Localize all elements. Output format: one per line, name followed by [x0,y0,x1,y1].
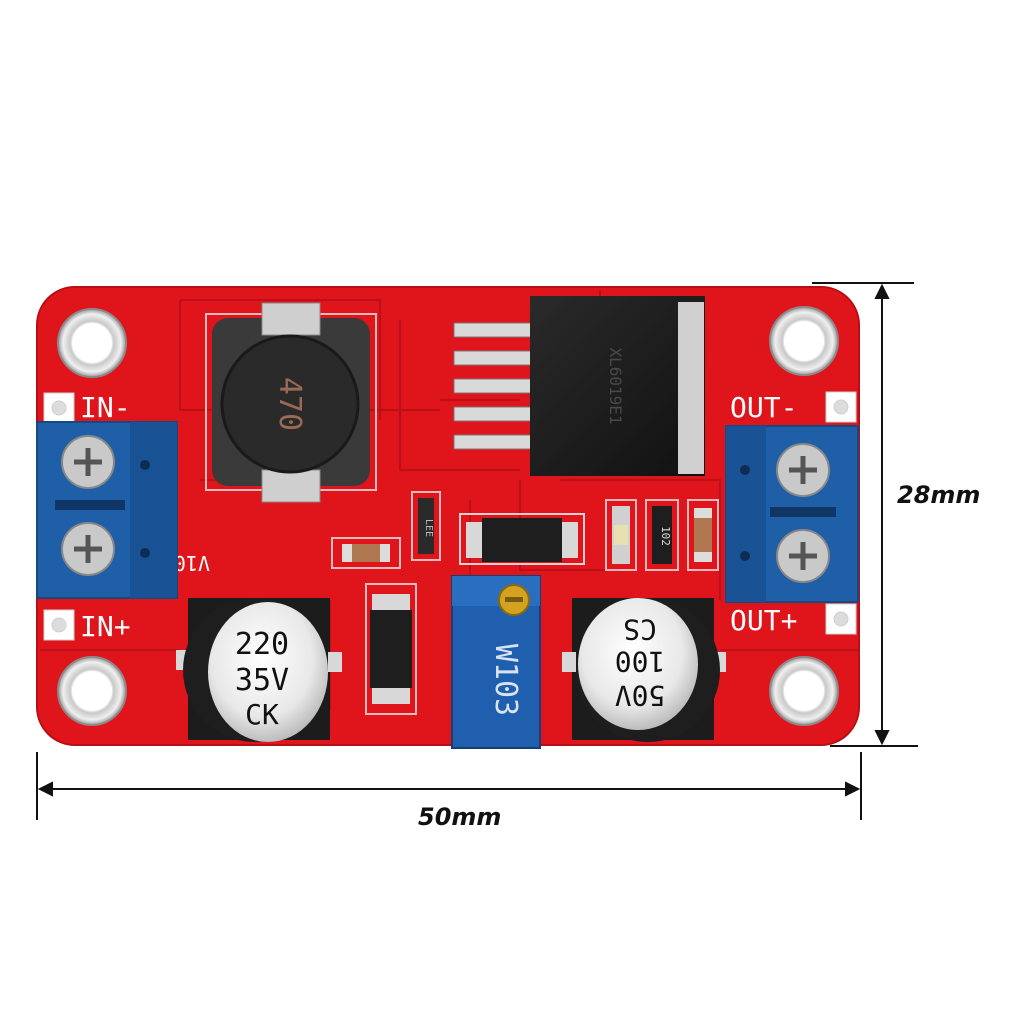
cap-out-line1: 50V [615,679,666,712]
smd-components: LEE 102 [331,491,719,715]
cap-out-line3: CS [623,613,657,646]
cap-out-line2: 100 [615,645,666,678]
output-capacitor: 50V 100 CS [562,598,726,742]
resistor-marking: 102 [659,526,672,546]
inductor-marking: 470 [272,377,307,431]
cap-in-line3: CK [245,698,279,731]
width-label: 50mm [418,803,502,831]
label-in-plus: IN+ [80,610,131,643]
inductor: 470 [205,302,377,503]
output-terminal-block [725,425,859,603]
ic-chip: XL6019E1 [530,296,705,476]
ic-marking: XL6019E1 [606,347,625,424]
led-marking: LEE [423,519,434,537]
cap-in-line2: 35V [235,663,289,698]
input-terminal-block [36,421,178,599]
input-capacitor: 220 35V CK [176,598,342,742]
height-label: 28mm [897,481,981,509]
width-dimension-line [36,752,862,820]
schottky-diode [459,513,585,565]
height-dimension-line [812,282,918,747]
potentiometer: W103 [451,575,541,749]
mounting-holes [57,306,839,726]
label-out-plus: OUT+ [730,604,797,637]
label-in-minus: IN- [80,391,131,424]
cap-in-line1: 220 [235,627,289,662]
label-out-minus: OUT- [730,391,797,424]
pot-marking: W103 [488,644,523,716]
